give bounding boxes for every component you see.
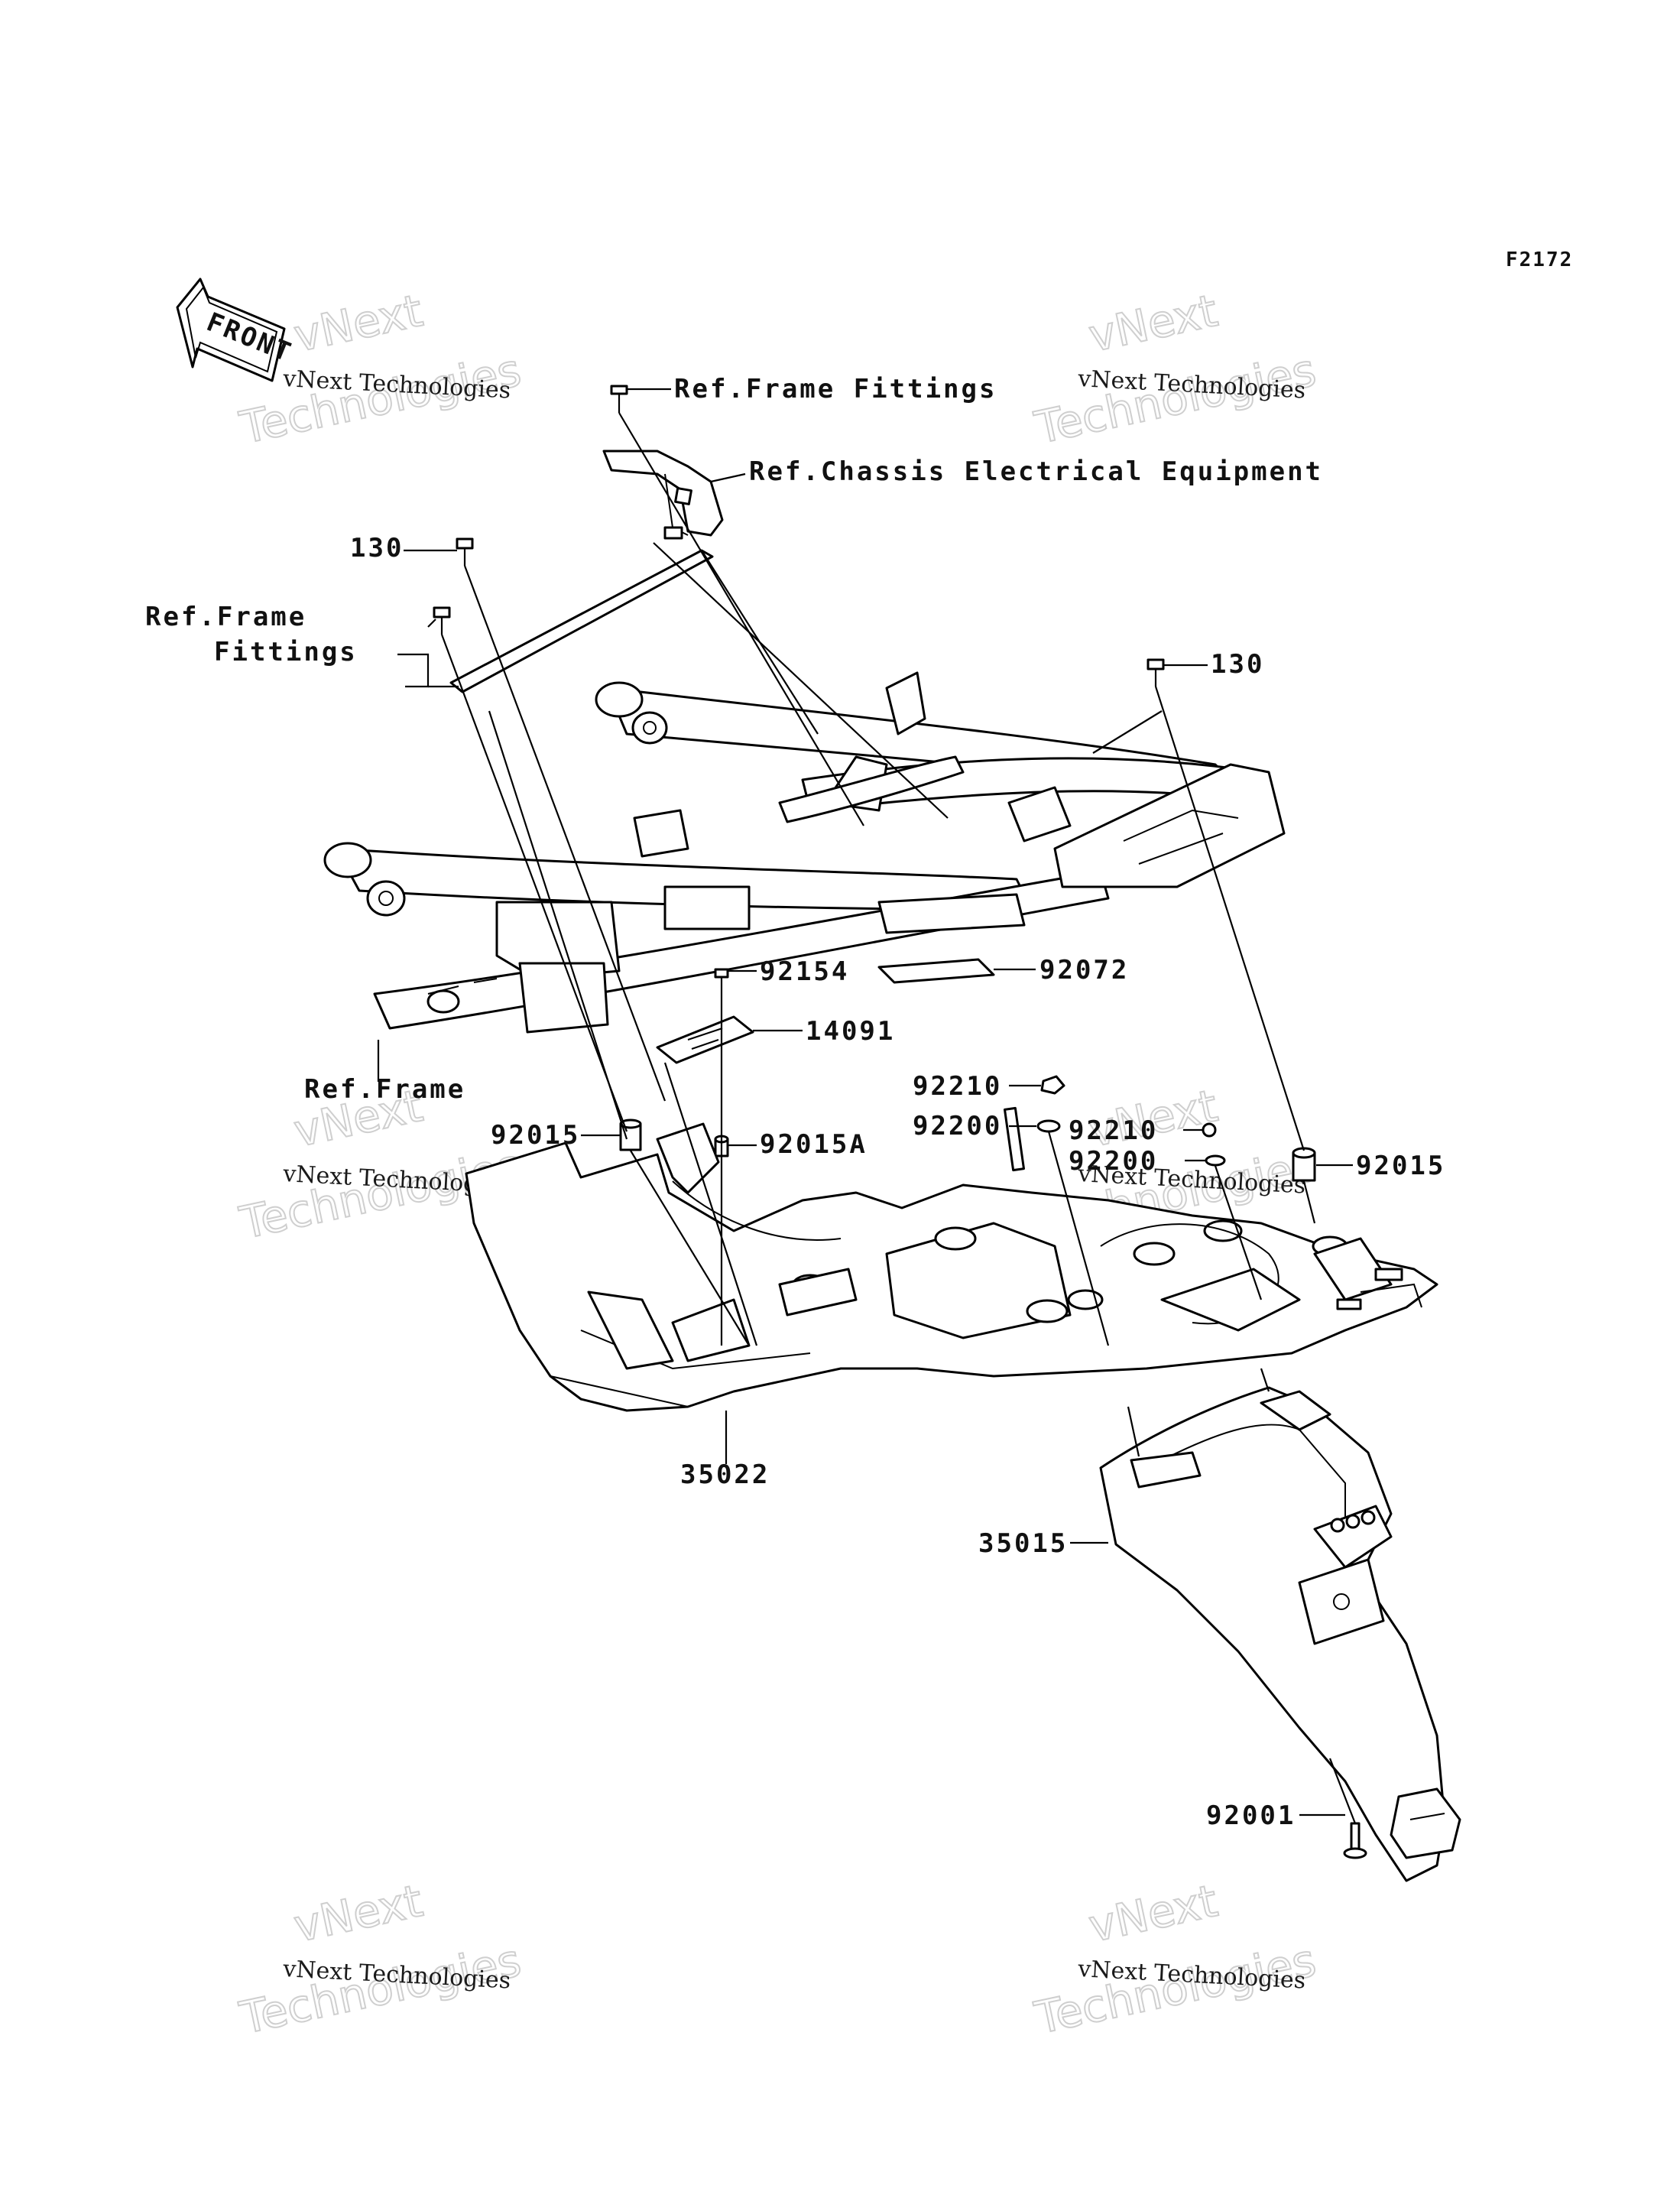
watermark-text: vNext bbox=[290, 1875, 427, 1953]
label-ref-frame-fittings-left-1: Ref.Frame bbox=[145, 602, 306, 632]
label-92015-right: 92015 bbox=[1356, 1151, 1445, 1181]
label-14091: 14091 bbox=[806, 1016, 895, 1047]
label-ref-frame: Ref.Frame bbox=[304, 1074, 465, 1105]
label-92200-a: 92200 bbox=[913, 1111, 1002, 1141]
label-ref-chassis-electrical: Ref.Chassis Electrical Equipment bbox=[749, 456, 1323, 487]
watermark-bottom-left: vNext Technologies vNext Technologies bbox=[235, 1874, 527, 2045]
plate-14091-icon bbox=[656, 1015, 754, 1064]
label-92210-b: 92210 bbox=[1069, 1115, 1158, 1146]
collar-92015-right-icon bbox=[1292, 1147, 1316, 1182]
front-arrow-icon: FRONT bbox=[176, 278, 297, 382]
bolt-ref-left-icon bbox=[433, 606, 451, 635]
label-92001: 92001 bbox=[1206, 1800, 1296, 1831]
nut-92210-a-icon bbox=[1040, 1075, 1065, 1095]
undertray-35022 bbox=[465, 1106, 1438, 1412]
label-92210-a: 92210 bbox=[913, 1071, 1002, 1102]
washer-92200-a-icon bbox=[1036, 1119, 1061, 1133]
watermark-bottom-right: vNext Technologies vNext Technologies bbox=[1030, 1874, 1322, 2045]
watermark-top-left: vNext Technologies vNext Technologies bbox=[235, 284, 527, 455]
label-92072: 92072 bbox=[1039, 955, 1129, 985]
rear-fender-35015 bbox=[1099, 1386, 1461, 1882]
figure-code: F2172 bbox=[1506, 248, 1573, 271]
washer-92200-b-icon bbox=[1205, 1154, 1226, 1167]
label-35015: 35015 bbox=[978, 1528, 1068, 1559]
clip-92072-icon bbox=[877, 958, 995, 984]
label-35022: 35022 bbox=[680, 1459, 770, 1490]
label-92154: 92154 bbox=[760, 956, 849, 987]
leader-lines bbox=[377, 388, 1357, 1824]
watermark-text: vNext bbox=[1085, 1875, 1222, 1953]
rear-subframe bbox=[323, 671, 1286, 1034]
watermark-text: vNext bbox=[290, 284, 427, 362]
label-130-right: 130 bbox=[1211, 649, 1264, 680]
collar-92015-left-icon bbox=[619, 1118, 642, 1151]
bolt-92154-icon bbox=[714, 968, 729, 992]
nut-92210-b-icon bbox=[1202, 1122, 1217, 1138]
ref-chassis-bracket bbox=[602, 385, 724, 540]
callout-labels: Ref.Frame Fittings Ref.Chassis Electrica… bbox=[145, 374, 1445, 1831]
label-ref-frame-fittings-top: Ref.Frame Fittings bbox=[674, 374, 997, 404]
watermark-text: vNext bbox=[1085, 284, 1222, 362]
label-92015-left: 92015 bbox=[491, 1120, 580, 1151]
cross-bar bbox=[449, 549, 714, 693]
label-92200-b: 92200 bbox=[1069, 1146, 1158, 1177]
bolt-130-left-icon bbox=[456, 537, 474, 566]
label-ref-frame-fittings-left-2: Fittings bbox=[214, 637, 358, 667]
bolt-130-right-icon bbox=[1146, 658, 1165, 687]
label-130-left: 130 bbox=[350, 533, 404, 563]
label-92015a: 92015A bbox=[760, 1129, 868, 1160]
watermark-top-right: vNext Technologies vNext Technologies bbox=[1030, 284, 1322, 455]
